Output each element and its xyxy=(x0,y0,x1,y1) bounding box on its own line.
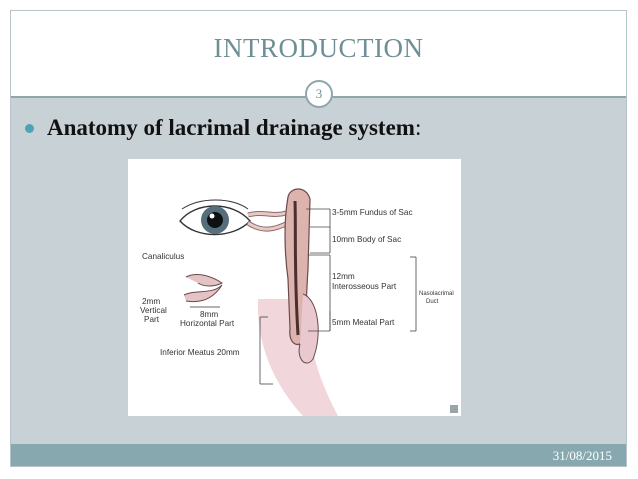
slide-title: INTRODUCTION xyxy=(213,33,424,63)
bullet-dot-icon xyxy=(25,123,34,133)
label-body: 10mm Body of Sac xyxy=(332,235,401,244)
label-inferior-meatus: Inferior Meatus 20mm xyxy=(160,348,240,357)
label-vertical-3: Part xyxy=(144,315,160,324)
slide: INTRODUCTION 3 Anatomy of lacrimal drain… xyxy=(10,10,627,467)
label-fundus: 3-5mm Fundus of Sac xyxy=(332,208,413,217)
label-horizontal-1: 8mm xyxy=(200,310,218,319)
label-canaliculus: Canaliculus xyxy=(142,252,184,261)
nasolacrimal-duct-end xyxy=(298,293,319,364)
slide-date: 31/08/2015 xyxy=(552,448,612,463)
label-nasolacrimal-1: Nasolacrimal xyxy=(419,291,454,297)
bullet-text: Anatomy of lacrimal drainage system: xyxy=(47,115,421,141)
corner-mark xyxy=(450,405,458,413)
label-meatal: 5mm Meatal Part xyxy=(332,318,395,327)
nasal-mucosa xyxy=(257,299,338,416)
lacrimal-diagram: 3-5mm Fundus of Sac 10mm Body of Sac 12m… xyxy=(128,159,461,416)
footer-band: 31/08/2015 xyxy=(11,444,626,466)
page-number-badge: 3 xyxy=(305,80,333,108)
lacrimal-diagram-svg: 3-5mm Fundus of Sac 10mm Body of Sac 12m… xyxy=(140,188,458,416)
measurement-brackets xyxy=(259,208,417,385)
bullet-suffix: : xyxy=(414,115,422,140)
label-interosseous-2: Interosseous Part xyxy=(332,282,397,291)
label-horizontal-2: Horizontal Part xyxy=(180,319,235,328)
canaliculus-detail xyxy=(183,274,223,308)
bullet-main: Anatomy of lacrimal drainage system xyxy=(47,115,415,140)
label-nasolacrimal-2: Duct xyxy=(426,299,439,305)
label-vertical-1: 2mm xyxy=(142,297,160,306)
eye-icon xyxy=(179,199,251,236)
label-interosseous-1: 12mm xyxy=(332,272,355,281)
bullet-item: Anatomy of lacrimal drainage system: xyxy=(25,115,421,141)
label-vertical-2: Vertical xyxy=(140,306,167,315)
